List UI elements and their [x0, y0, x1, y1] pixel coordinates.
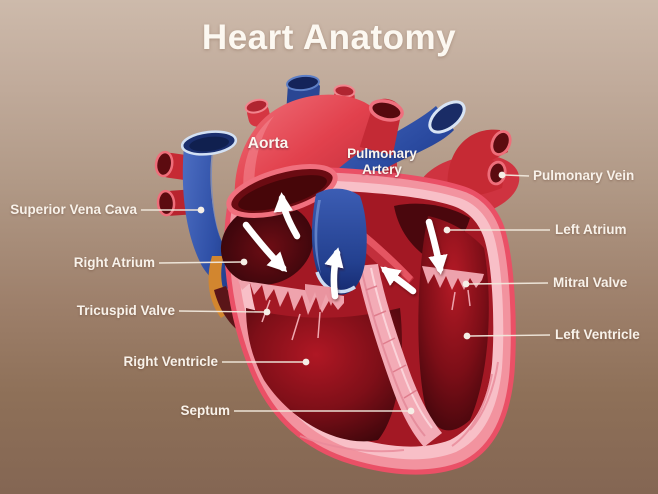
tricuspid-valve-fringe [238, 280, 344, 341]
flow-arrow-mitral-inflow [380, 266, 417, 295]
leader-lines [141, 174, 551, 412]
label-septum: Septum [180, 403, 230, 418]
descending-aorta-cut [359, 98, 404, 156]
label-left-ventricle: Left Ventricle [555, 327, 640, 342]
label-right-atrium: Right Atrium [73, 255, 155, 270]
label-pulmonary-vein: Pulmonary Vein [533, 168, 635, 183]
flow-arrow-left-atrium [425, 218, 448, 275]
blood-flow-arrows [242, 192, 448, 300]
trunk-fringe [305, 284, 338, 310]
label-left-atrium: Left Atrium [555, 222, 627, 237]
label-pulmonary-artery: Pulmonary Artery [347, 146, 417, 177]
label-right-ventricle: Right Ventricle [123, 354, 218, 369]
flow-arrow-pulmonary-trunk [324, 247, 344, 300]
page-title: Heart Anatomy [201, 18, 457, 57]
superior-vena-cava-vessel [180, 130, 250, 291]
label-aorta: Aorta [247, 135, 289, 152]
leader-dots [197, 171, 506, 415]
flow-arrow-right-atrium [242, 221, 288, 273]
right-ventricle-chamber [246, 308, 402, 442]
septum-wall [356, 264, 442, 447]
label-superior-vena-cava: Superior Vena Cava [10, 202, 137, 217]
pulmonary-vein-vessel [447, 129, 512, 197]
myocardium-swirls [299, 361, 499, 453]
label-mitral-valve: Mitral Valve [553, 275, 628, 290]
label-tricuspid-valve: Tricuspid Valve [76, 303, 175, 318]
flow-arrow-aortic-outflow [273, 192, 301, 240]
